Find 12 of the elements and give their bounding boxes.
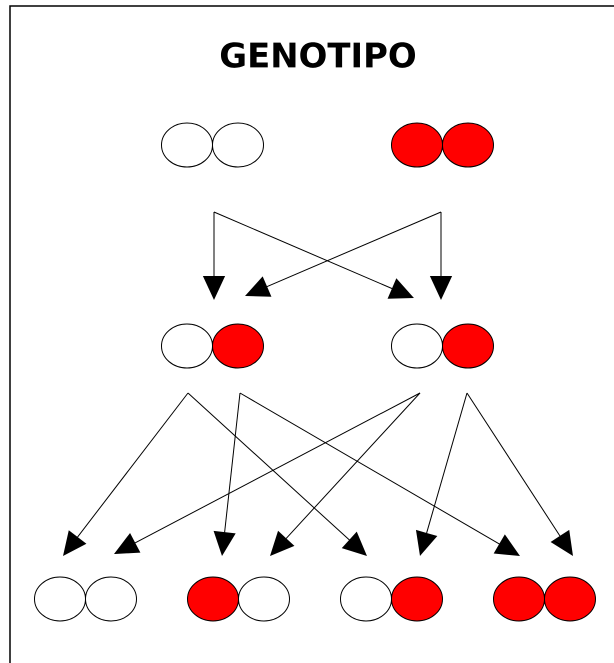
allele-pair-drawing xyxy=(187,576,290,622)
arrow xyxy=(270,392,420,556)
allele-pair-drawing xyxy=(34,576,137,622)
allele-pair-drawing xyxy=(161,122,264,168)
title: GENOTIPO xyxy=(220,42,415,68)
arrow xyxy=(188,392,367,556)
allele-pair-drawing xyxy=(493,576,596,622)
allele-pair-drawing xyxy=(391,122,494,168)
allele-pair-drawing xyxy=(340,576,443,622)
allele-pair-drawing xyxy=(161,324,264,368)
arrow xyxy=(63,392,188,556)
allele-pair-drawing xyxy=(391,324,494,368)
